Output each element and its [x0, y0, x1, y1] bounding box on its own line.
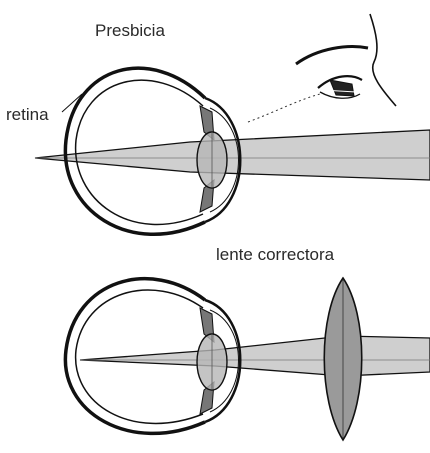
corrective-lens-label: lente correctora — [216, 246, 334, 263]
face-eye-illustration — [248, 14, 396, 122]
retina-label: retina — [6, 106, 49, 123]
light-beam-corrected — [80, 336, 430, 376]
eyebrow — [296, 47, 368, 64]
light-beam-uncorrected — [35, 130, 430, 180]
corrected-eye — [65, 279, 430, 434]
diagram-title: Presbicia — [95, 22, 165, 39]
nose-profile — [370, 14, 396, 106]
eye-iris-side — [330, 80, 354, 96]
zoom-connector-dotted — [248, 94, 320, 122]
uncorrected-eye — [35, 68, 430, 234]
corrective-convex-lens — [324, 278, 362, 440]
